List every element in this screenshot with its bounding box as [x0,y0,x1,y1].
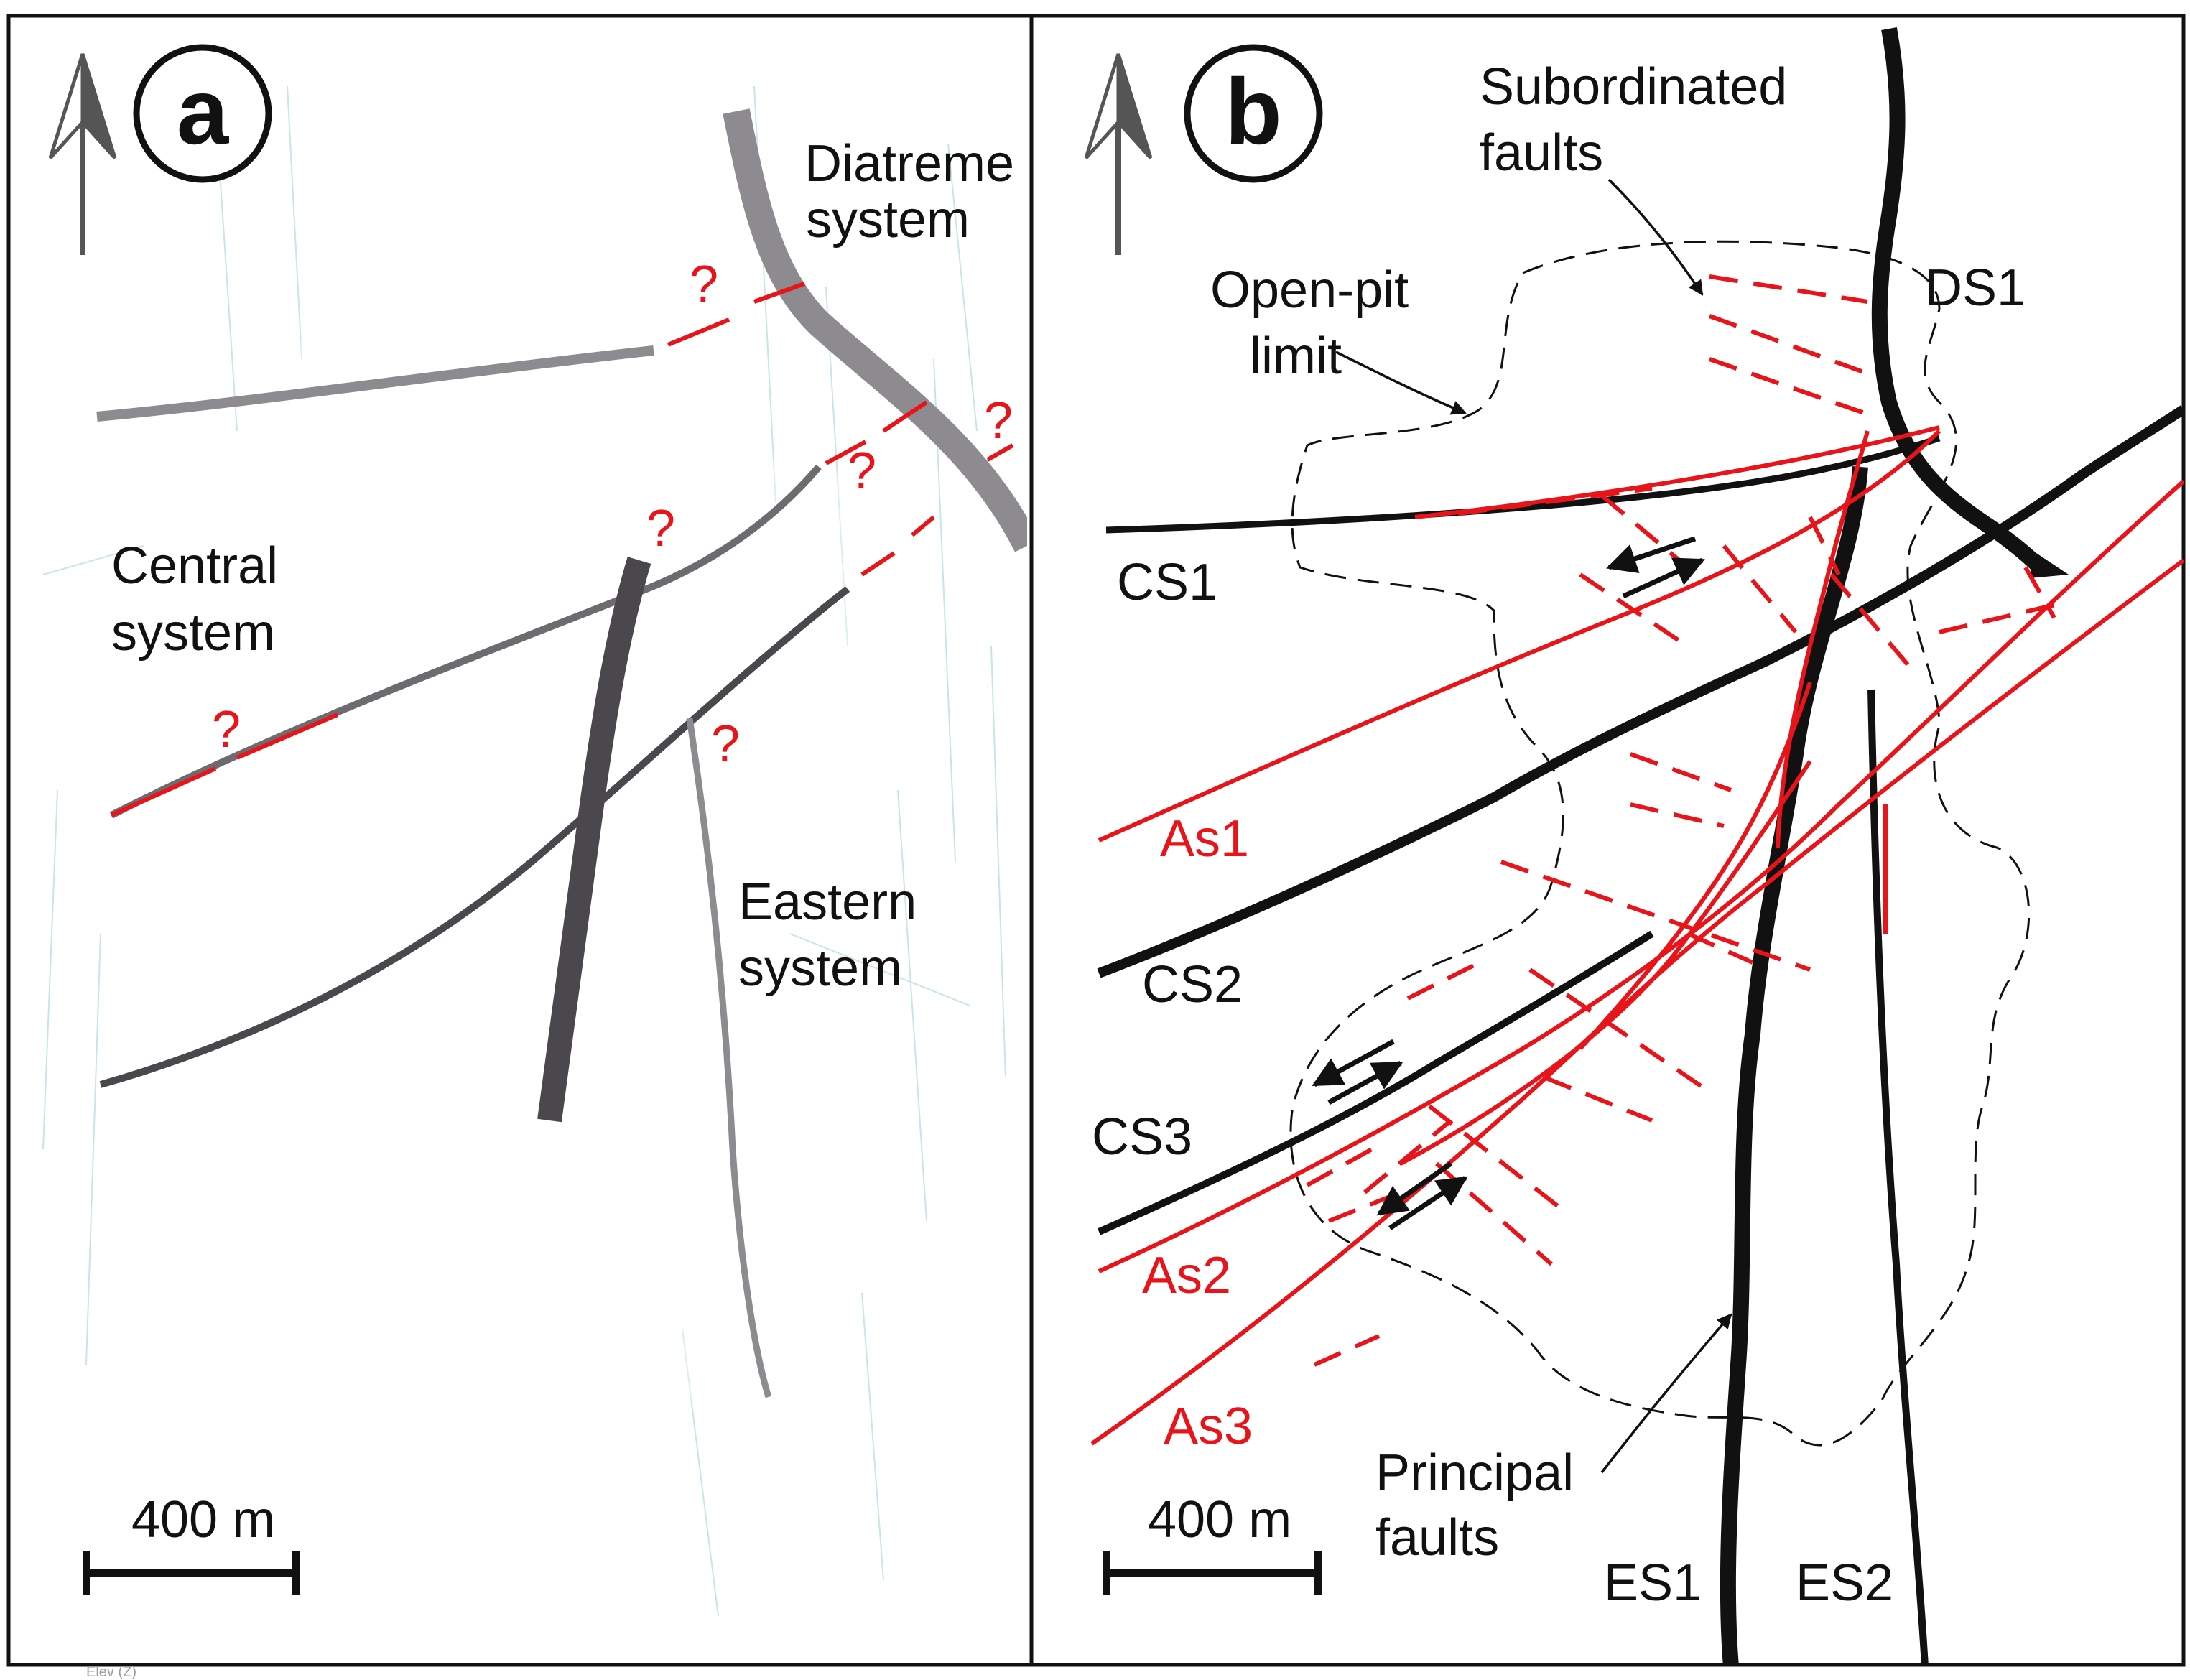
fault-es1 [1720,466,1868,1666]
label-as1: As1 [1160,810,1249,868]
subordinated-faults [1306,274,2062,1367]
scale-label-b: 400 m [1148,1491,1291,1549]
slip-arrows [1312,536,1705,1230]
label-eastern-2: system [738,939,902,997]
question-mark-4: ? [646,500,675,557]
fault-es1-red [1776,430,1870,848]
panel-a-map: ? ? ? ? ? ? [42,85,1027,1617]
panel-b: b Subordinated faults Open-pit limit DS1… [1029,14,2186,1667]
scale-bar-b: 400 m [1103,1491,1322,1595]
question-mark-6: ? [212,701,241,758]
ns-dark-fault [537,557,651,1123]
leader-open-pit [1335,351,1467,415]
fault-ds1-arrowhead [2029,553,2069,578]
label-central-2: system [111,604,275,662]
label-diatreme-1: Diatreme [804,135,1014,192]
fault-cs3 [1097,930,1654,1235]
panel-b-map [1090,27,2184,1666]
label-principal-2: faults [1375,1509,1499,1567]
central-red-dash-left [110,713,339,817]
far-east-red-dash [986,443,1014,462]
cloud-orange [148,323,912,1276]
footer-elev-label: Elev (Z) [86,1664,136,1680]
label-cs2: CS2 [1142,956,1243,1013]
diatreme-fault-band [723,108,1027,552]
question-mark-5: ? [711,715,740,773]
open-pit-limit [1289,240,2031,1447]
label-openpit-1: Open-pit [1210,261,1409,319]
north-arrow-icon [48,53,117,255]
fault-cs2 [1097,405,2184,978]
central-red-fault-upper [667,317,730,347]
central-red-dash-east [860,515,935,577]
fault-splay-1 [1399,760,1812,1166]
label-cs3: CS3 [1092,1108,1192,1166]
scale-bar-a: 400 m [83,1491,300,1595]
panel-b-frame [1029,14,2186,1667]
north-arrow-icon-b [1084,53,1153,255]
point-cloud [97,204,923,1431]
leader-principal [1600,1313,1732,1474]
label-diatreme-2: system [806,191,970,249]
scale-label-a: 400 m [131,1491,275,1549]
label-as2: As2 [1142,1247,1231,1304]
label-cs1: CS1 [1117,554,1217,611]
eastern-gray-fault [686,718,772,1398]
label-eastern-1: Eastern [738,873,917,931]
red-active-faults [1090,425,2184,1446]
label-openpit-2: limit [1250,328,1342,385]
cloud-green [126,221,913,1414]
label-es2: ES2 [1796,1554,1893,1612]
question-mark-2: ? [984,392,1013,450]
label-central-1: Central [111,537,278,595]
fault-as2 [1098,479,2184,1273]
question-mark-3: ? [848,442,876,500]
fault-es2 [1867,689,1929,1666]
label-subordinated-1: Subordinated [1480,58,1787,116]
panel-a-letter-circle [133,44,272,183]
leader-arrows [1335,178,1732,1474]
central-fault-mid [109,464,822,819]
label-subordinated-2: faults [1480,124,1603,182]
panel-a: ? ? ? ? ? ? a Diatreme system Central sy… [6,14,1034,1680]
label-principal-1: Principal [1375,1444,1574,1502]
label-as3: As3 [1164,1398,1253,1455]
panel-b-letter: b [1225,59,1281,164]
label-es1: ES1 [1604,1554,1702,1612]
panel-b-letter-circle [1184,44,1323,183]
central-red-dash-ne [825,400,928,465]
leader-subordinated [1607,178,1704,296]
panel-a-letter: a [177,59,230,164]
diatreme-red-dash [753,282,806,304]
label-ds1: DS1 [1925,259,2026,317]
central-gray-fault-upper [96,345,654,422]
question-mark-1: ? [690,256,718,313]
fault-cs1 [1105,435,1941,534]
central-fault-lower [99,586,850,1088]
